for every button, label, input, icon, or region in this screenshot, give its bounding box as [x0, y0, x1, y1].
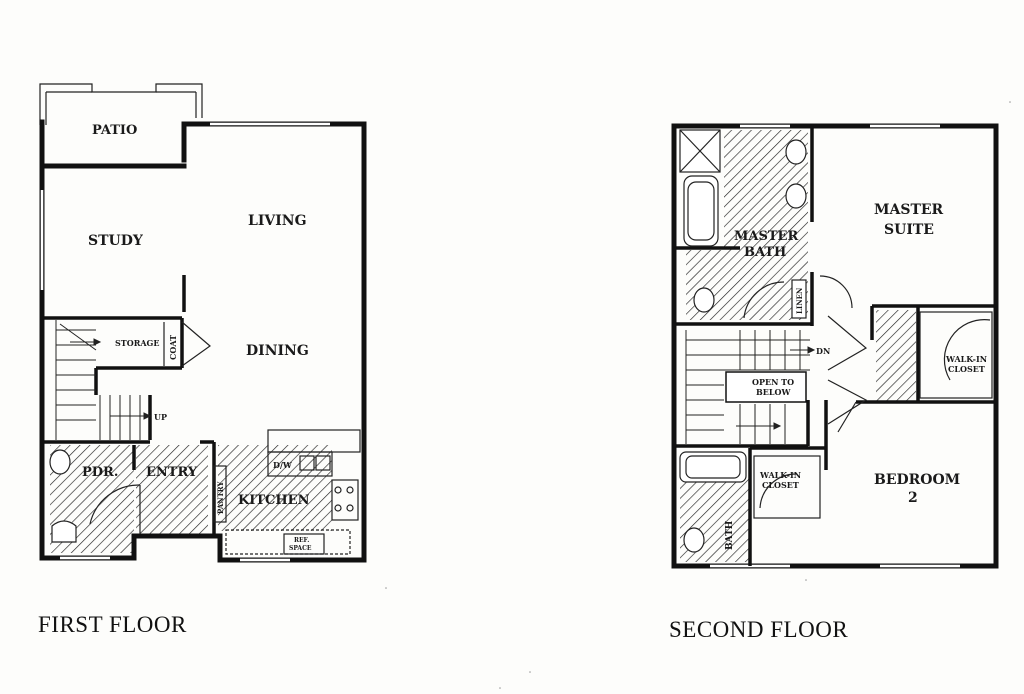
- dw-label: D/W: [273, 460, 293, 470]
- second-floor-stairs: [685, 330, 816, 444]
- entry-label: ENTRY: [146, 465, 198, 480]
- second-floor-plan: MASTER BATH MASTER SUITE LINEN DN OPEN T…: [671, 123, 999, 569]
- master-suite-label-line1: MASTER: [874, 202, 944, 218]
- first-floor-plan: PATIO STUDY LIVING DINING STORAGE COAT U…: [39, 83, 367, 563]
- pantry-label: PANTRY: [216, 481, 225, 514]
- living-label: LIVING: [248, 213, 307, 229]
- scan-speckles: [385, 101, 1011, 689]
- up-label: UP: [154, 412, 167, 422]
- open-to-below-label-line1: OPEN TO: [752, 377, 794, 387]
- master-bath-label-line2: BATH: [744, 245, 786, 260]
- second-floor-fixtures: [679, 129, 807, 553]
- first-floor-stairs: [55, 320, 152, 440]
- coat-label: COAT: [168, 335, 178, 360]
- pdr-label: PDR.: [82, 465, 118, 480]
- entry-door: [89, 484, 141, 534]
- open-to-below-label-line2: BELOW: [756, 387, 791, 397]
- master-bath-label-line1: MASTER: [734, 229, 798, 244]
- patio-area: [39, 83, 203, 125]
- coat-closet: [163, 321, 211, 367]
- second-floor-interior-walls: [676, 126, 996, 566]
- dn-label: DN: [816, 346, 830, 356]
- kitchen-counters: [213, 429, 361, 555]
- dining-label: DINING: [246, 343, 309, 359]
- first-floor-hatched-areas: [50, 445, 332, 553]
- ref-label: REF.: [294, 537, 309, 544]
- first-floor-windows: [40, 122, 330, 562]
- master-suite-label-line2: SUITE: [884, 222, 934, 238]
- linen-label: LINEN: [795, 287, 804, 314]
- powder-room-fixtures: [49, 449, 77, 543]
- bath-label: BATH: [725, 520, 735, 550]
- bedroom-2-label-line1: BEDROOM: [874, 472, 960, 488]
- second-floor-title: SECOND FLOOR: [669, 617, 849, 642]
- first-floor-title: FIRST FLOOR: [38, 612, 187, 637]
- space-label: SPACE: [289, 545, 312, 552]
- second-floor-doors: [743, 275, 993, 519]
- second-floor-exterior-walls: [671, 123, 999, 569]
- kitchen-label: KITCHEN: [238, 493, 310, 508]
- second-floor-hatched-areas: [680, 130, 916, 562]
- walk-in-closet-label-line1: WALK-IN: [945, 354, 987, 364]
- study-label: STUDY: [88, 233, 144, 249]
- patio-label: PATIO: [92, 123, 137, 138]
- walk-in-closet-2-label-line2: CLOSET: [762, 480, 799, 490]
- walk-in-closet-2-label-line1: WALK-IN: [759, 470, 801, 480]
- storage-label: STORAGE: [115, 338, 159, 348]
- bedroom-2-label-line2: 2: [908, 490, 918, 506]
- walk-in-closet-label-line2: CLOSET: [948, 364, 985, 374]
